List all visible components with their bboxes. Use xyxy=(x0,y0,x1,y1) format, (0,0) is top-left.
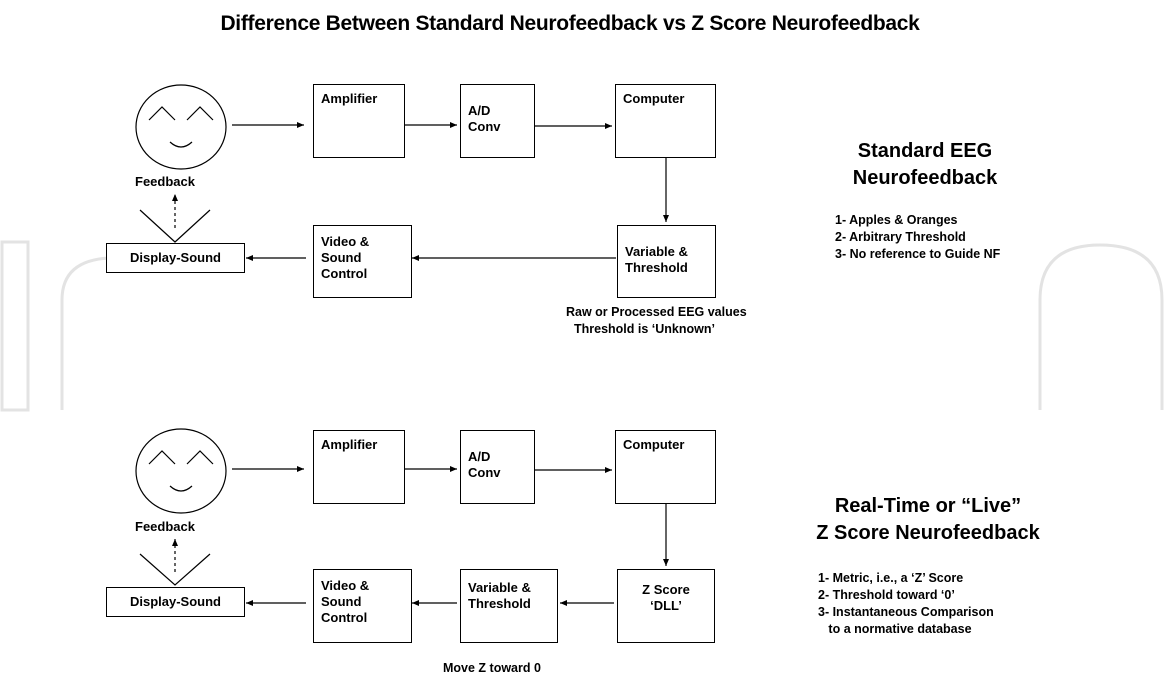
zscore-point: 2- Threshold toward ‘0’ xyxy=(818,588,955,602)
zscore-label-line2: ‘DLL’ xyxy=(650,598,682,613)
display-speaker-v xyxy=(139,209,211,243)
computer-box-2: Computer xyxy=(615,430,716,504)
threshold-note-line1: Raw or Processed EEG values xyxy=(566,305,747,319)
variable-label-line1: Variable & xyxy=(625,244,688,259)
video-label-line3-2: Control xyxy=(321,610,368,625)
zscore-point: 3- Instantaneous Comparison xyxy=(818,605,994,619)
ad-label-line1: A/D xyxy=(468,103,491,118)
computer-label-2: Computer xyxy=(623,437,685,452)
zscore-heading-line2: Z Score Neurofeedback xyxy=(816,522,1040,544)
standard-points: 1- Apples & Oranges 2- Arbitrary Thresho… xyxy=(835,212,1000,263)
display-sound-box-2: Display-Sound xyxy=(106,587,245,617)
amplifier-label-2: Amplifier xyxy=(321,437,378,452)
zscore-heading-line1: Real-Time or “Live” xyxy=(834,495,1022,517)
ad-label-line2: Conv xyxy=(468,119,501,134)
ad-label-line2-2: Conv xyxy=(468,465,501,480)
zscore-label-line1: Z Score xyxy=(642,582,690,597)
video-label-line1-2: Video & xyxy=(321,578,370,593)
zscore-point: 1- Metric, i.e., a ‘Z’ Score xyxy=(818,571,964,585)
variable-label-line2: Threshold xyxy=(625,260,688,275)
video-label-line2-2: Sound xyxy=(321,594,362,609)
video-label-line1: Video & xyxy=(321,234,370,249)
standard-point: 3- No reference to Guide NF xyxy=(835,247,1001,261)
display-sound-box: Display-Sound xyxy=(106,243,245,273)
standard-point: 1- Apples & Oranges xyxy=(835,213,958,227)
variable-threshold-box-2: Variable & Threshold xyxy=(460,569,558,643)
ad-label-line1-2: A/D xyxy=(468,449,491,464)
video-sound-box: Video & Sound Control xyxy=(313,225,412,298)
amplifier-box-2: Amplifier xyxy=(313,430,405,504)
standard-point: 2- Arbitrary Threshold xyxy=(835,230,966,244)
standard-heading-line1: Standard EEG xyxy=(857,140,993,162)
diagram-title: Difference Between Standard Neurofeedbac… xyxy=(220,12,920,35)
display-sound-label-2: Display-Sound xyxy=(129,594,221,609)
display-sound-label: Display-Sound xyxy=(129,250,221,265)
move-z-note: Move Z toward 0 xyxy=(443,661,541,675)
computer-box: Computer xyxy=(615,84,716,158)
zscore-heading: Real-Time or “Live” Z Score Neurofeedbac… xyxy=(778,493,1078,547)
standard-heading-line2: Neurofeedback xyxy=(852,167,998,189)
video-label-line3: Control xyxy=(321,266,368,281)
amplifier-label: Amplifier xyxy=(321,91,378,106)
face-icon xyxy=(135,84,227,170)
standard-heading: Standard EEG Neurofeedback xyxy=(830,138,1020,192)
video-sound-box-2: Video & Sound Control xyxy=(313,569,412,643)
variable-threshold-box: Variable & Threshold xyxy=(617,225,716,298)
video-label-line2: Sound xyxy=(321,250,362,265)
variable-label-line1-2: Variable & xyxy=(468,580,531,595)
computer-label: Computer xyxy=(623,91,685,106)
feedback-label-2: Feedback xyxy=(135,519,195,534)
ad-conv-box-2: A/D Conv xyxy=(460,430,535,504)
threshold-note-line2: Threshold is ‘Unknown’ xyxy=(574,322,715,336)
variable-label-line2-2: Threshold xyxy=(468,596,531,611)
zscore-dll-box: Z Score ‘DLL’ xyxy=(617,569,715,643)
amplifier-box: Amplifier xyxy=(313,84,405,158)
feedback-label: Feedback xyxy=(135,174,195,189)
face-icon-2 xyxy=(135,428,227,514)
ad-conv-box: A/D Conv xyxy=(460,84,535,158)
zscore-points: 1- Metric, i.e., a ‘Z’ Score 2- Threshol… xyxy=(818,570,994,638)
zscore-point: to a normative database xyxy=(818,622,972,636)
display-speaker-v-2 xyxy=(139,553,211,586)
